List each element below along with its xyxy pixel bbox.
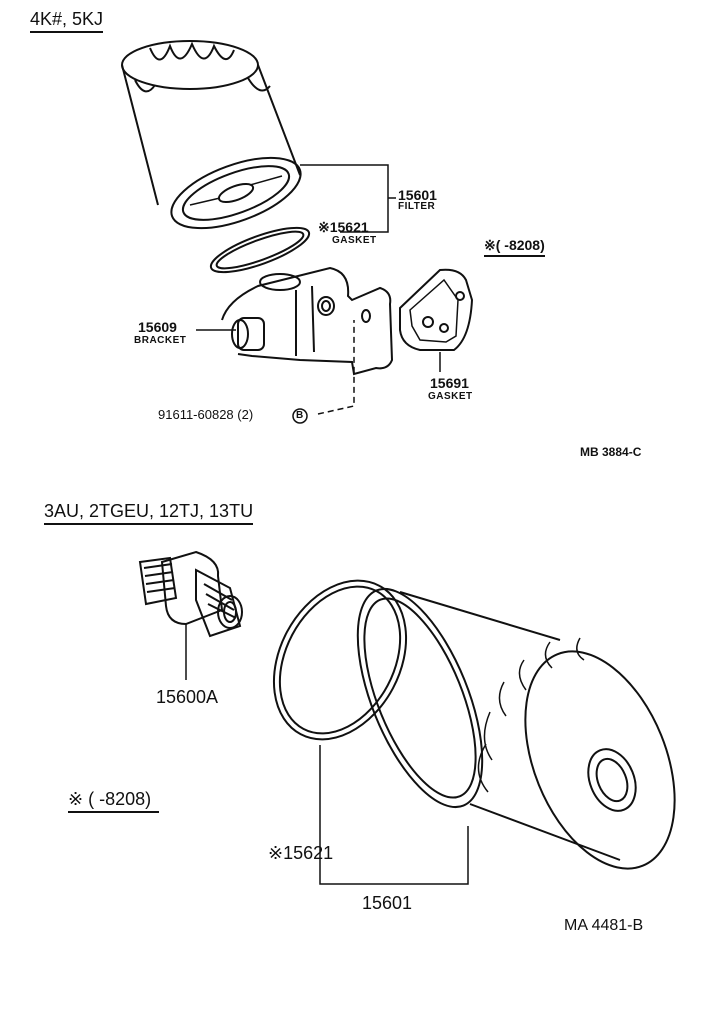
oil-filter-bottom (356, 587, 676, 870)
section2-title: 3AU, 2TGEU, 12TJ, 13TU (44, 502, 254, 525)
section1-title: 4K#, 5KJ (30, 10, 104, 33)
gasket-ring-top (209, 226, 311, 274)
bracket-part-number: 15609 (138, 319, 177, 335)
filter-part-number: 15601 (398, 187, 437, 203)
gasket-top-part-number: ※15621 (318, 219, 369, 235)
bolt-mark: B (296, 410, 304, 421)
gasket-ring-bottom (272, 579, 408, 741)
filter-bottom-part-number: 15601 (362, 893, 413, 913)
oil-filter-bracket (221, 266, 394, 376)
leader-bolt (317, 320, 355, 415)
bolt-mark-circle (292, 408, 308, 424)
section2-note: ※ ( -8208) (68, 790, 160, 813)
union-fitting (138, 550, 243, 680)
gasket-plate-part-number: 15691 (430, 375, 469, 391)
section1-ref: MB 3884-C (580, 445, 642, 459)
filter-part-name: FILTER (398, 201, 436, 212)
gasket-plate (399, 268, 474, 351)
gasket-bottom-part-number: ※15621 (268, 843, 334, 863)
bolt-part-number: 91611-60828 (2) (158, 407, 254, 422)
gasket-plate-part-name: GASKET (428, 391, 473, 402)
leader-bottom (319, 745, 469, 885)
gasket-top-part-name: GASKET (332, 235, 377, 246)
bracket-part-name: BRACKET (134, 335, 187, 346)
union-part-number: 15600A (156, 687, 219, 707)
oil-filter-top (121, 40, 302, 230)
section1-note: ※( -8208) (484, 238, 545, 257)
section2-ref: MA 4481-B (564, 917, 644, 934)
